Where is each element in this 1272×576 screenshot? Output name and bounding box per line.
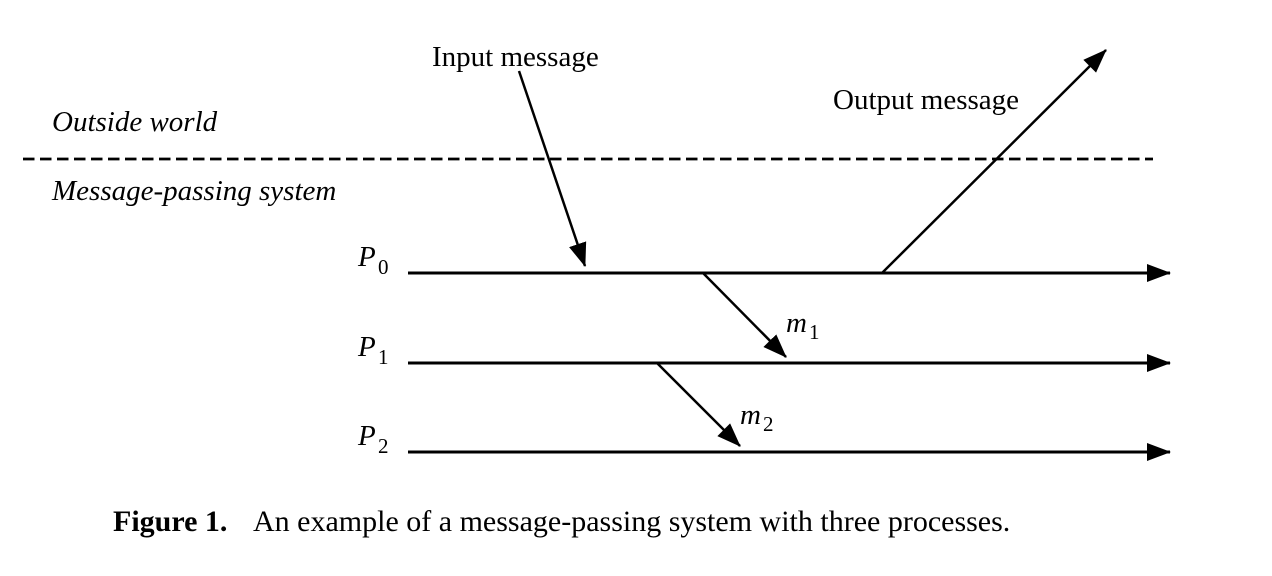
process-p2-label: P — [357, 420, 376, 452]
process-p1: P 1 — [357, 331, 1171, 372]
outside-world-label: Outside world — [52, 106, 218, 138]
system-label: Message-passing system — [51, 175, 336, 207]
output-message-arrow — [881, 49, 1107, 274]
message-m1-label: m — [786, 307, 807, 339]
figure-caption: Figure 1. An example of a message-passin… — [113, 505, 1010, 538]
process-p0: P 0 — [357, 241, 1171, 282]
message-m2-label: m — [740, 399, 761, 431]
figure-caption-text: An example of a message-passing system w… — [253, 505, 1010, 538]
process-p0-label-subscript: 0 — [378, 255, 389, 279]
message-m1-arrow — [702, 272, 787, 358]
figure-caption-number: Figure 1. — [113, 505, 227, 538]
input-message-label: Input message — [432, 41, 599, 73]
process-p2-label-subscript: 2 — [378, 434, 389, 458]
message-m1-label-subscript: 1 — [809, 320, 820, 344]
process-p0-label: P — [357, 241, 376, 273]
process-p1-label: P — [357, 331, 376, 363]
output-message-label: Output message — [833, 84, 1019, 116]
process-p2: P 2 — [357, 420, 1171, 461]
message-m1: m 1 — [702, 272, 820, 358]
process-p1-label-subscript: 1 — [378, 345, 389, 369]
message-m2-arrow — [656, 362, 741, 447]
input-message-arrow — [517, 70, 587, 267]
message-m2-label-subscript: 2 — [763, 412, 774, 436]
message-m2: m 2 — [656, 362, 774, 447]
